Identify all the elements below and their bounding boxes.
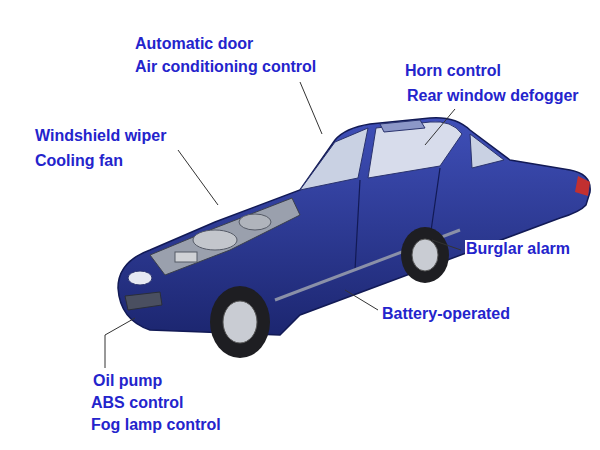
engine-part <box>175 252 197 262</box>
engine-part <box>193 230 237 250</box>
part-label: Burglar alarm <box>465 240 571 258</box>
part-label: Rear window defogger <box>406 87 580 105</box>
grille <box>125 292 162 310</box>
underbody-frame <box>275 230 460 300</box>
leader-line <box>178 150 218 205</box>
tyre <box>210 286 270 358</box>
part-label: Oil pump <box>92 372 163 390</box>
hood-engine-bay <box>150 198 300 275</box>
leader-line <box>425 109 455 145</box>
part-label: Battery-operated <box>381 305 511 323</box>
wheel <box>210 286 270 358</box>
leader-lines <box>105 82 461 368</box>
part-label: Air conditioning control <box>134 58 317 76</box>
part-label: Horn control <box>404 62 502 80</box>
car-body <box>118 118 590 335</box>
side-window <box>368 122 462 178</box>
rim <box>412 239 438 271</box>
leader-line <box>432 240 461 250</box>
rim <box>223 301 257 343</box>
tail-light <box>575 176 590 196</box>
leader-line <box>345 290 378 310</box>
part-label: ABS control <box>90 394 184 412</box>
headlight <box>128 271 152 285</box>
part-label: Windshield wiper <box>34 127 167 145</box>
sunroof <box>380 120 425 132</box>
leader-line <box>105 318 135 368</box>
tyre <box>401 227 449 283</box>
wheel <box>401 227 449 283</box>
part-label: Fog lamp control <box>90 416 222 434</box>
rear-window <box>470 134 504 168</box>
engine-part <box>239 214 271 230</box>
windshield <box>300 128 368 190</box>
part-label: Cooling fan <box>34 152 124 170</box>
part-label: Automatic door <box>134 35 254 53</box>
car-body-group <box>118 118 590 335</box>
leader-line <box>300 82 322 134</box>
